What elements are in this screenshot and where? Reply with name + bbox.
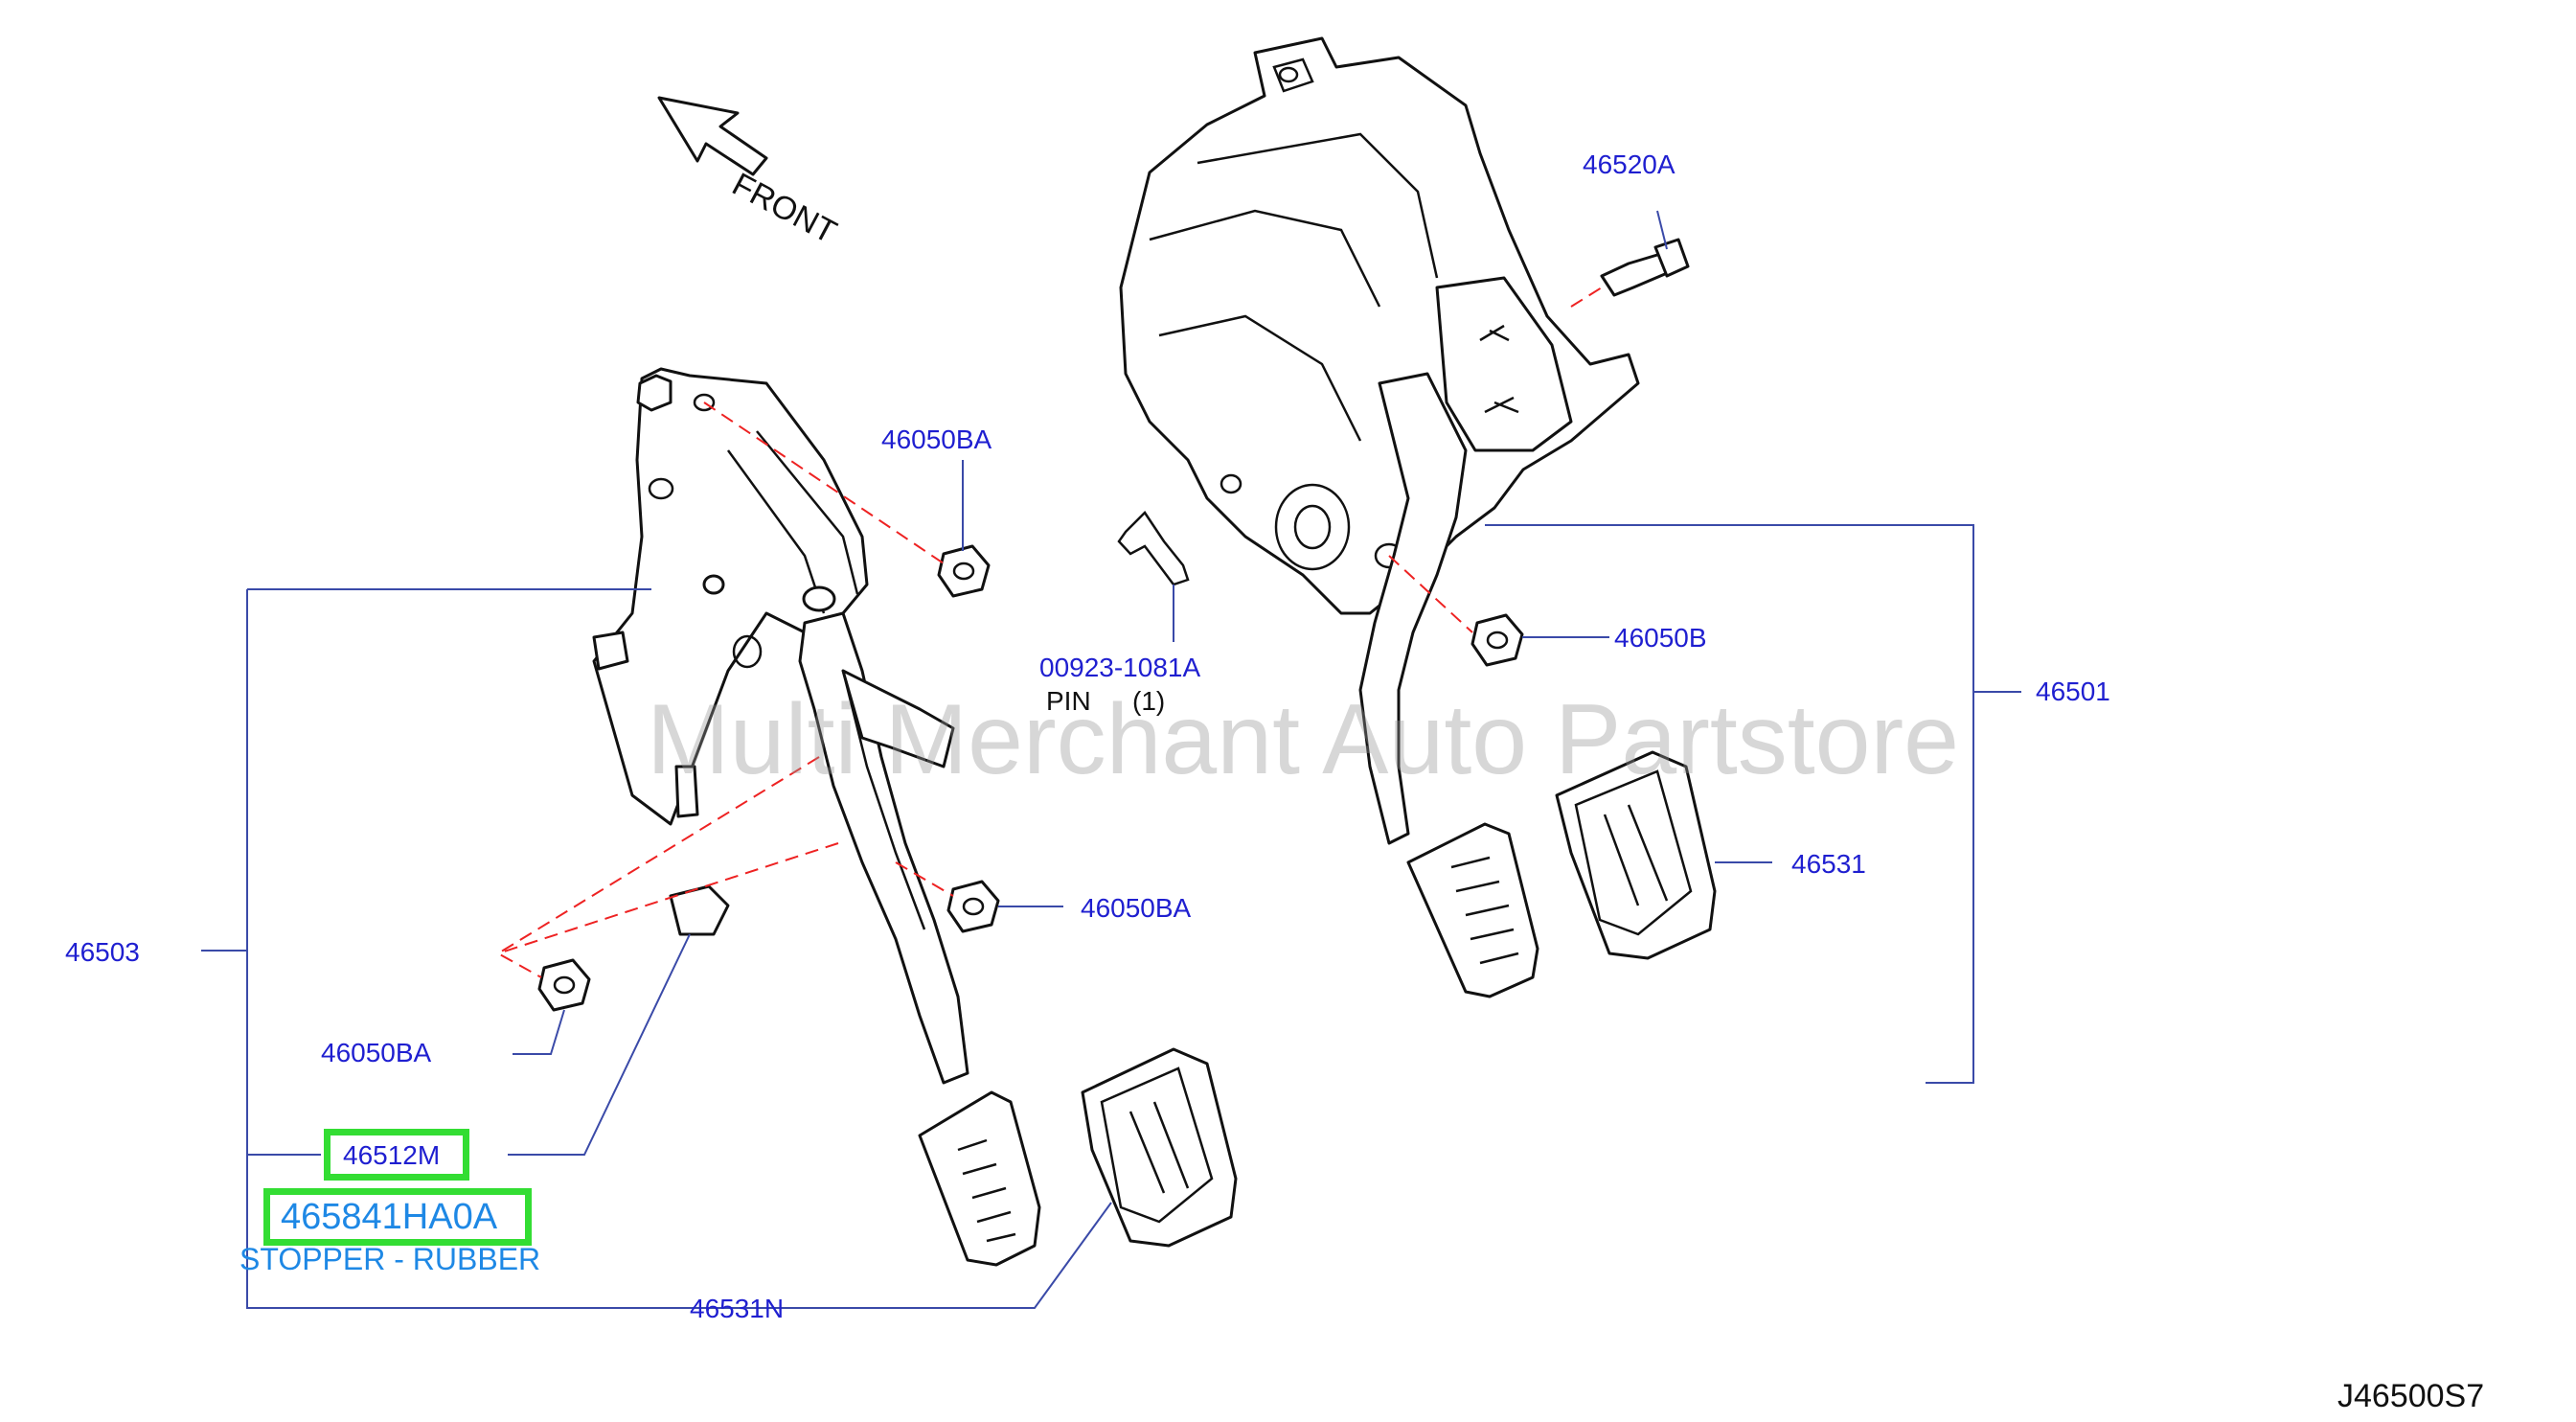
watermark: Multi Merchant Auto Partstore bbox=[647, 684, 1959, 795]
front-arrow-icon bbox=[657, 96, 768, 176]
label-46531[interactable]: 46531 bbox=[1791, 849, 1866, 879]
label-stopper-rubber: STOPPER - RUBBER bbox=[239, 1242, 541, 1276]
highlight-465841HA0A bbox=[263, 1188, 532, 1246]
nut-46050BA-mid bbox=[946, 880, 1000, 933]
nut-46050BA-top bbox=[937, 544, 991, 598]
left-pedal-bracket-assembly bbox=[592, 367, 1041, 1267]
label-46503[interactable]: 46503 bbox=[65, 937, 140, 967]
bolt-46520A bbox=[1600, 238, 1690, 297]
pedal-pad-46531 bbox=[1555, 750, 1717, 960]
label-46501[interactable]: 46501 bbox=[2036, 677, 2110, 706]
label-46520A[interactable]: 46520A bbox=[1583, 149, 1676, 179]
label-46050BA-mid[interactable]: 46050BA bbox=[1081, 893, 1192, 923]
reference-code: J46500S7 bbox=[2337, 1378, 2485, 1414]
label-00923-1081A[interactable]: 00923-1081A bbox=[1039, 653, 1201, 682]
nut-46050B bbox=[1470, 613, 1524, 667]
label-46050BA-low[interactable]: 46050BA bbox=[321, 1038, 432, 1067]
pedal-pad-46531N bbox=[1081, 1047, 1238, 1248]
label-46531N[interactable]: 46531N bbox=[690, 1294, 785, 1323]
highlight-46512M bbox=[324, 1129, 469, 1181]
label-465841HA0A[interactable]: 465841HA0A bbox=[281, 1197, 498, 1237]
right-pedal-bracket-assembly bbox=[1119, 36, 1640, 998]
nut-46050BA-low bbox=[537, 958, 591, 1012]
label-pin-qty: (1) bbox=[1132, 686, 1166, 716]
label-46050B[interactable]: 46050B bbox=[1614, 623, 1707, 653]
pin-00923-1081A bbox=[1117, 511, 1190, 586]
label-pin: PIN bbox=[1046, 686, 1091, 716]
label-46512M[interactable]: 46512M bbox=[343, 1140, 441, 1170]
label-46050BA-top[interactable]: 46050BA bbox=[881, 424, 992, 454]
